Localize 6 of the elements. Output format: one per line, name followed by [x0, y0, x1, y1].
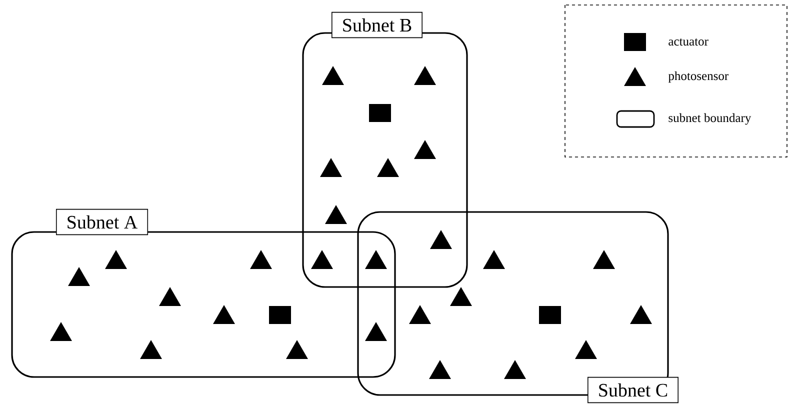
- legend-label: photosensor: [668, 71, 728, 83]
- legend-label: subnet boundary: [668, 113, 752, 125]
- subnet-label: Subnet B: [332, 12, 422, 38]
- subnet-label: Subnet A: [56, 208, 148, 236]
- subnet-label: Subnet C: [588, 376, 678, 404]
- legend-label: actuator: [668, 38, 708, 46]
